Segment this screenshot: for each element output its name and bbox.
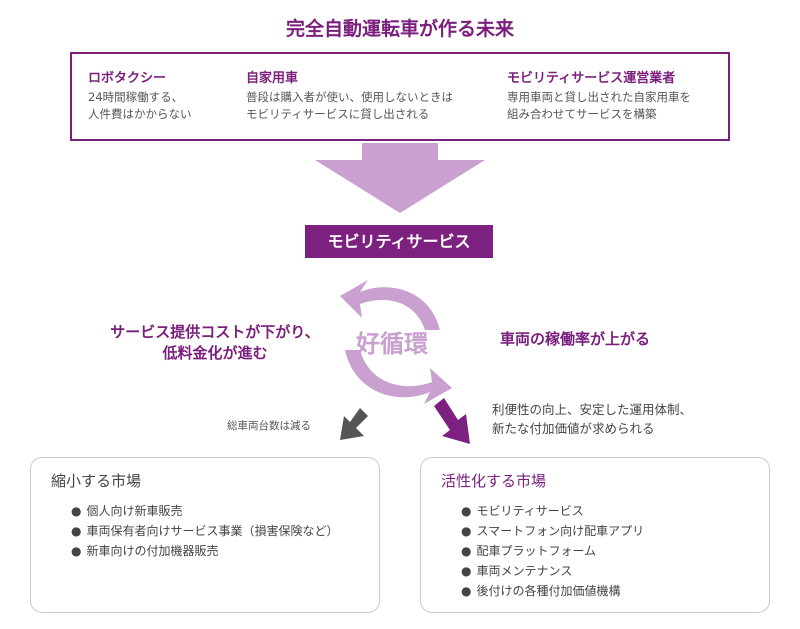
growing-market-box: 活性化する市場 モビリティサービス スマートフォン向け配車アプリ 配車プラットフ… <box>420 457 770 613</box>
actor-desc: モビリティサービスに貸し出される <box>246 107 430 121</box>
actor-heading: ロボタクシー <box>88 71 167 86</box>
actor-desc: 24時間稼働する、 <box>88 90 184 104</box>
big-down-arrow <box>315 143 485 213</box>
list-item: モビリティサービス <box>461 501 749 521</box>
value-note-line: 利便性の向上、安定した運用体制、 <box>492 402 693 417</box>
list-item: 新車向けの付加機器販売 <box>71 541 359 561</box>
shrinking-market-title: 縮小する市場 <box>51 472 142 490</box>
cost-down-text: サービス提供コストが下がり、 低料金化が進む <box>95 322 335 364</box>
actor-private-car: 自家用車 普段は購入者が使い、使用しないときは モビリティサービスに貸し出される <box>246 70 453 123</box>
list-item: 配車プラットフォーム <box>461 541 749 561</box>
value-note: 利便性の向上、安定した運用体制、 新たな付加価値が求められる <box>492 400 692 438</box>
value-note-line: 新たな付加価値が求められる <box>492 421 655 436</box>
cycle-arrow-top-icon <box>340 280 440 330</box>
list-item: 車両メンテナンス <box>461 561 749 581</box>
actors-box: ロボタクシー 24時間稼働する、 人件費はかからない 自家用車 普段は購入者が使… <box>70 52 730 141</box>
cost-down-line: サービス提供コストが下がり、 <box>110 323 320 341</box>
actor-desc: 人件費はかからない <box>88 107 192 121</box>
fleet-decrease-note: 総車両台数は減る <box>227 420 311 432</box>
actor-operator: モビリティサービス運営業者 専用車両と貸し出された自家用車を 組み合わせてサービ… <box>507 70 691 123</box>
mobility-service-label: モビリティサービス <box>305 225 493 258</box>
growing-market-title: 活性化する市場 <box>441 472 547 490</box>
actor-desc: 普段は購入者が使い、使用しないときは <box>246 90 453 104</box>
actor-heading: モビリティサービス運営業者 <box>507 71 676 86</box>
shrinking-market-box: 縮小する市場 個人向け新車販売 車両保有者向けサービス事業（損害保険など） 新車… <box>30 457 380 613</box>
list-item: 個人向け新車販売 <box>71 501 359 521</box>
cycle-arrow-bottom-icon <box>345 350 452 404</box>
diagram-title: 完全自動運転車が作る未来 <box>285 18 514 40</box>
utilization-up-text: 車両の稼働率が上がる <box>500 330 651 348</box>
list-item: 後付けの各種付加価値機構 <box>461 581 749 601</box>
purple-down-right-arrow-icon <box>434 398 470 444</box>
actor-desc: 専用車両と貸し出された自家用車を <box>507 90 691 104</box>
actor-robotaxi: ロボタクシー 24時間稼働する、 人件費はかからない <box>88 70 192 123</box>
virtuous-cycle-label: 好循環 <box>356 330 428 358</box>
gray-down-left-arrow-icon <box>340 408 368 440</box>
actor-heading: 自家用車 <box>246 71 299 86</box>
actor-desc: 組み合わせてサービスを構築 <box>507 107 657 121</box>
list-item: 車両保有者向けサービス事業（損害保険など） <box>71 521 359 541</box>
list-item: スマートフォン向け配車アプリ <box>461 521 749 541</box>
cost-down-line: 低料金化が進む <box>162 344 268 362</box>
